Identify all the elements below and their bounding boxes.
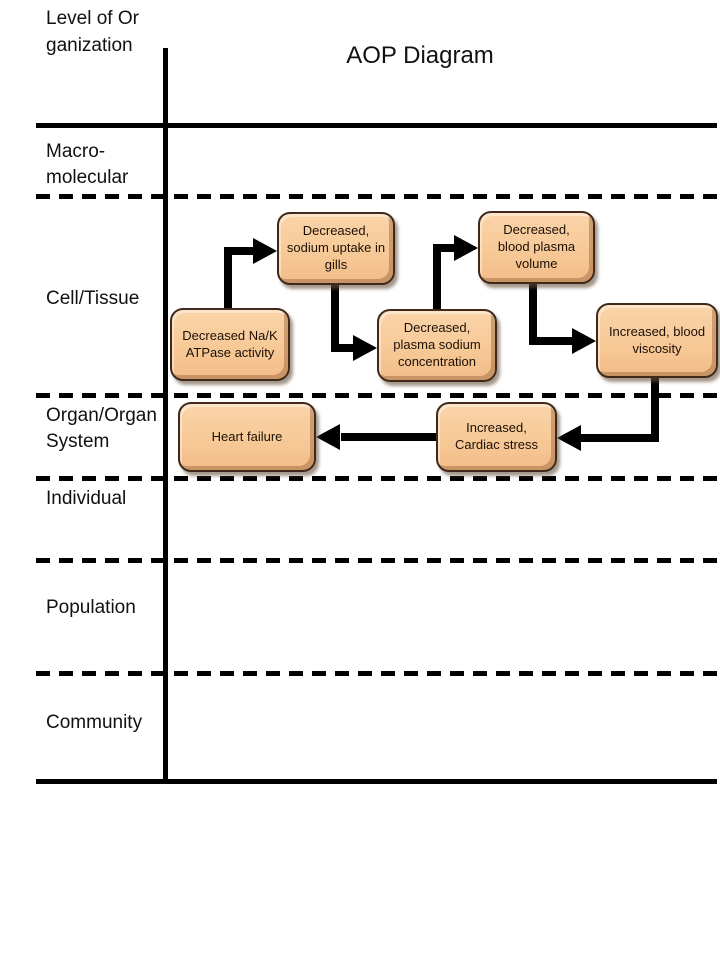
separator-population-community (36, 671, 720, 676)
axis-label: Level of Organization (46, 8, 139, 56)
node-heart-failure: Heart failure (178, 402, 316, 472)
level-label-individual: Individual (46, 488, 127, 509)
node-label: Decreased Na/K ATPase activity (182, 327, 278, 360)
separator-cell-organ (36, 393, 720, 398)
node-increased-cardiac-stress: Increased, Cardiac stress (436, 402, 557, 472)
separator-organ-individual (36, 476, 720, 481)
node-label: Heart failure (211, 428, 283, 444)
arrow-viscosity-to-cardiac-stress (580, 376, 659, 442)
arrow-plasma-volume-to-viscosity (529, 282, 573, 345)
node-decreased-na-k-atpase-activity: Decreased Na/K ATPase activity (170, 308, 290, 381)
node-label: Increased, Cardiac stress (454, 420, 539, 452)
node-decreased-sodium-uptake-in-gills: Decreased, sodium uptake in gills (277, 212, 395, 285)
node-decreased-blood-plasma-volume: Decreased, blood plasma volume (478, 211, 595, 284)
arrow-sodium-uptake-to-plasma-sodium (331, 282, 354, 352)
arrow-na-k-to-sodium-uptake (224, 247, 254, 310)
arrowhead-into-sodium-uptake (253, 238, 277, 264)
node-label: Decreased, blood plasma volume (497, 222, 576, 271)
separator-macro-cell (36, 194, 720, 199)
arrowhead-into-plasma-sodium (353, 335, 377, 361)
bottom-boundary-line (36, 779, 717, 784)
arrowhead-into-plasma-volume (454, 235, 478, 261)
node-label: Decreased, plasma sodium concentration (393, 320, 481, 369)
arrowhead-into-heart-failure (316, 424, 340, 450)
node-decreased-plasma-sodium-concentration: Decreased, plasma sodium concentration (377, 309, 497, 382)
level-label-population: Population (46, 597, 136, 618)
top-boundary-line (36, 123, 717, 128)
separator-individual-population (36, 558, 720, 563)
level-label-community: Community (46, 712, 143, 733)
level-label-cell-tissue: Cell/Tissue (46, 288, 140, 309)
level-label-macro-molecular: Macro-molecular (46, 141, 129, 188)
node-increased-blood-viscosity: Increased, blood viscosity (596, 303, 718, 378)
level-label-organ-system: Organ/Organ System (46, 405, 157, 452)
arrow-plasma-sodium-to-plasma-volume (433, 244, 455, 311)
vertical-axis-line (163, 48, 168, 782)
node-label: Decreased, sodium uptake in gills (286, 223, 386, 272)
arrowhead-into-cardiac-stress (557, 425, 581, 451)
arrowhead-into-viscosity (572, 328, 596, 354)
diagram-title: AOP Diagram (346, 42, 494, 69)
node-label: Increased, blood viscosity (608, 323, 706, 356)
